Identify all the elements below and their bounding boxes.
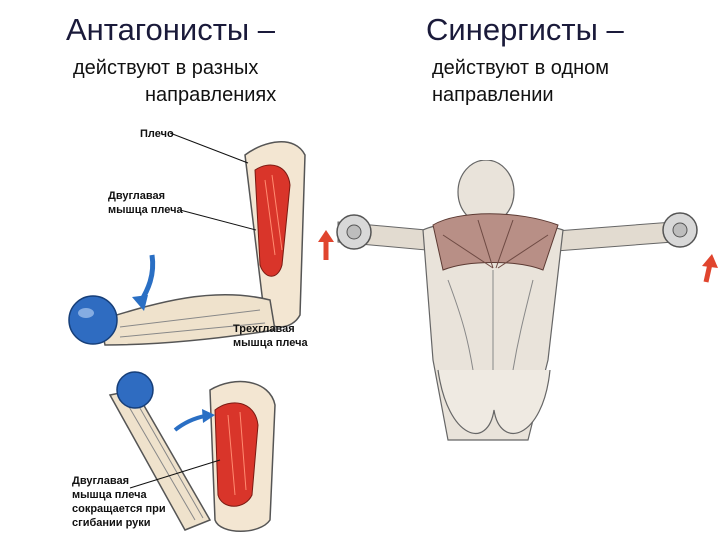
label-biceps-b-line3: сокращается при — [72, 503, 166, 515]
label-biceps-line2: мышца плеча — [108, 204, 183, 216]
antagonists-title: Антагонисты – — [66, 12, 276, 47]
synergists-subtitle-line2: направлении — [432, 84, 554, 106]
arm-flexed-illustration — [108, 371, 276, 532]
synergists-title: Синергисты – — [426, 12, 624, 47]
label-biceps-b-line1: Двуглавая — [72, 475, 130, 487]
arm-extended-illustration — [68, 132, 306, 346]
label-triceps-line1: Трехглавая — [233, 323, 295, 335]
label-shoulder: Плечо — [140, 128, 174, 140]
label-triceps-line2: мышца плеча — [233, 337, 308, 349]
antagonists-subtitle-line1: действуют в разных — [73, 57, 259, 79]
synergists-subtitle-line1: действуют в одном — [432, 57, 610, 79]
label-biceps-b-line4: сгибании руки — [72, 517, 151, 529]
label-biceps-b-line2: мышца плеча — [72, 489, 147, 501]
back-muscles-illustration — [318, 160, 718, 441]
antagonists-subtitle-line2: направлениях — [145, 84, 277, 106]
label-biceps-line1: Двуглавая — [108, 190, 166, 202]
